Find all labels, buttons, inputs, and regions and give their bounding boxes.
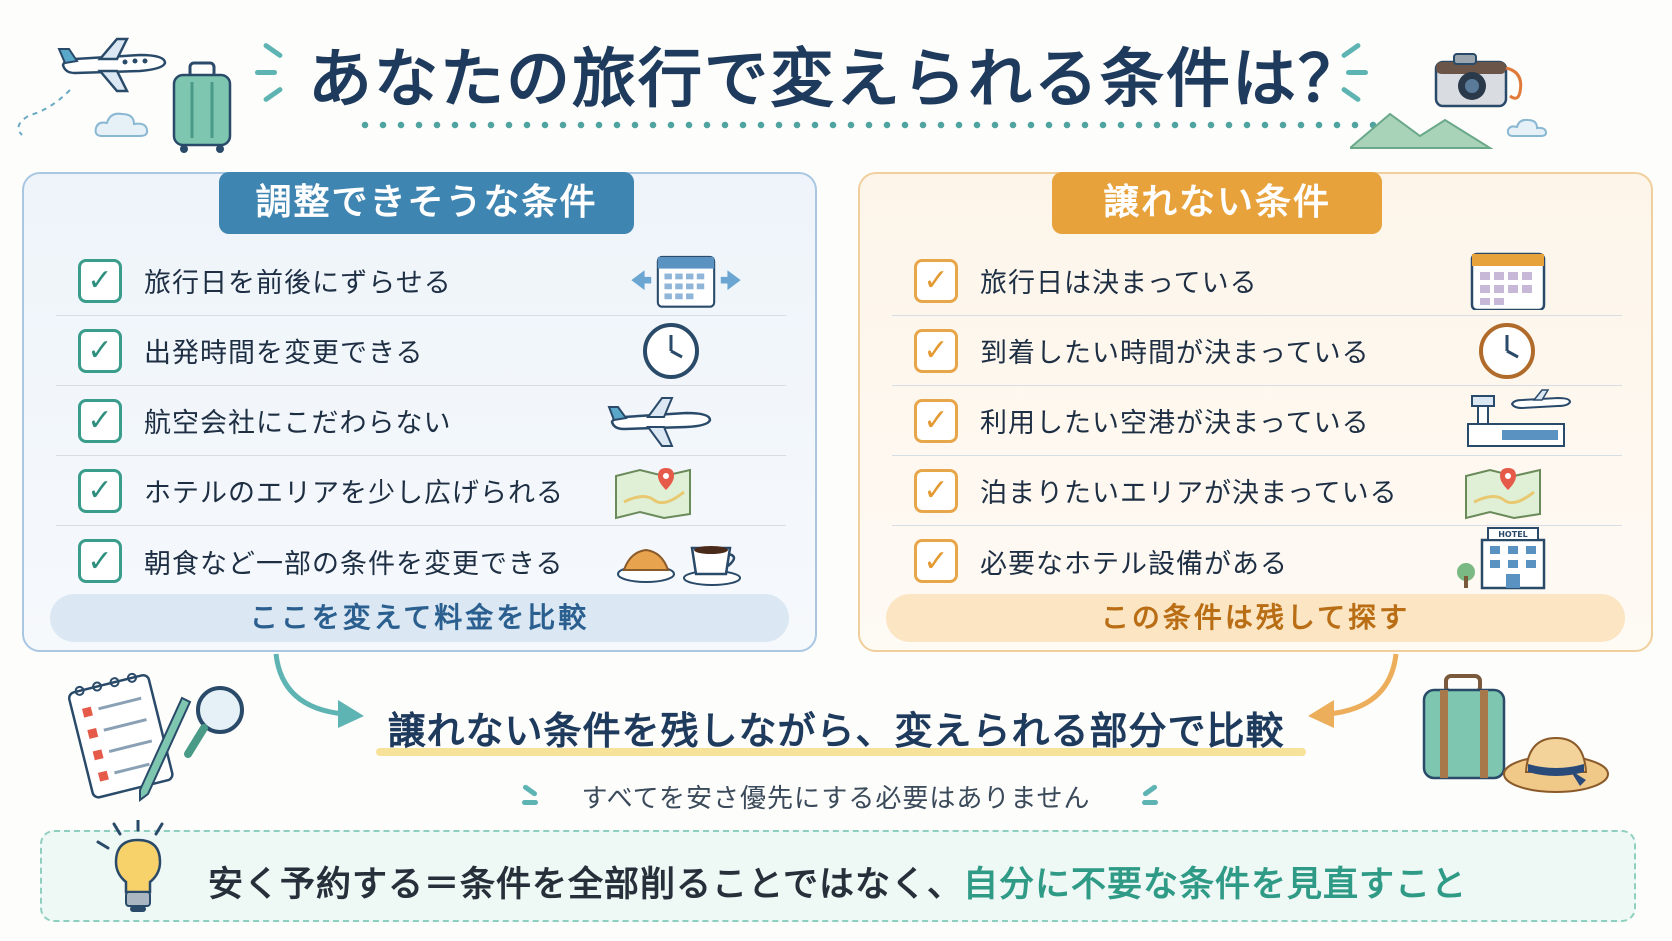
list-item: ✓ 出発時間を変更できる (56, 316, 786, 386)
list-item: ✓ 泊まりたいエリアが決まっている (892, 456, 1622, 526)
list-item-label: 航空会社にこだわらない (144, 408, 452, 439)
checkbox-checked-icon: ✓ (914, 398, 958, 443)
conclusion-text: 譲れない条件を残しながら、変えられる部分で比較 (387, 709, 1285, 753)
curved-arrow-icon (273, 653, 364, 728)
panel-footer-note: この条件は残して探す (886, 594, 1625, 642)
clock-icon (643, 323, 699, 379)
list-item: ✓ 利用したい空港が決まっている (892, 386, 1622, 456)
list-item-label: 出発時間を変更できる (144, 338, 424, 369)
banner-text: 安く予約する＝条件を全部削ることではなく、自分に不要な条件を見直すこと (208, 856, 1467, 907)
list-item-label: 到着したい時間が決まっている (980, 338, 1370, 369)
sub-note: すべてを安さ優先にする必要はありません (581, 784, 1091, 814)
list-item-label: ホテルのエリアを少し広げられる (144, 478, 564, 509)
curved-arrow-icon (1308, 653, 1399, 728)
adjustable-conditions-panel: 調整できそうな条件 ✓ 旅行日を前後にずらせる ✓ 出発時間を変更できる ✓ (22, 172, 817, 652)
airplane-icon (607, 397, 712, 447)
list-item: ✓ 航空会社にこだわらない (56, 386, 786, 456)
checkbox-checked-icon: ✓ (78, 398, 122, 443)
camera-icon (1434, 53, 1523, 108)
list-item-label: 利用したい空港が決まっている (980, 408, 1370, 439)
checkbox-checked-icon: ✓ (914, 468, 958, 513)
calendar-arrows-icon (631, 255, 741, 308)
checkbox-checked-icon: ✓ (914, 258, 958, 303)
list-item-label: 朝食など一部の条件を変更できる (144, 548, 564, 580)
suitcase-icon (1422, 674, 1506, 780)
list-item: ✓ 朝食など一部の条件を変更できる (56, 526, 786, 596)
suitcase-icon (172, 61, 232, 153)
condition-list: ✓ 旅行日は決まっている ✓ 到着したい時間が決まっている ✓ 利用したい空港が… (892, 246, 1622, 596)
panel-footer-note: ここを変えて料金を比較 (50, 594, 789, 642)
list-item: ✓ ホテルのエリアを少し広げられる (56, 456, 786, 526)
sun-hat-icon (1503, 736, 1609, 793)
list-item-label: 必要なホテル設備がある (980, 548, 1288, 580)
checkbox-checked-icon: ✓ (914, 539, 958, 583)
hotel-icon: HOTEL (1457, 527, 1546, 590)
panel-heading: 調整できそうな条件 (219, 172, 634, 234)
panel-heading: 譲れない条件 (1052, 172, 1382, 234)
checkbox-checked-icon: ✓ (78, 328, 122, 373)
condition-list: ✓ 旅行日を前後にずらせる ✓ 出発時間を変更できる ✓ 航空会社にこだわらない (56, 246, 786, 596)
banner-text-plain: 安く予約する＝条件を全部削ることではなく、 (208, 865, 963, 905)
title-dotted-underline (356, 121, 1376, 129)
list-item-label: 泊まりたいエリアが決まっている (980, 478, 1398, 509)
checkbox-checked-icon: ✓ (78, 468, 122, 513)
list-item: ✓ 旅行日は決まっている (892, 246, 1622, 316)
hotel-sign-text: HOTEL (1498, 530, 1528, 539)
list-item: ✓ 到着したい時間が決まっている (892, 316, 1622, 386)
key-takeaway-banner: 安く予約する＝条件を全部削ることではなく、自分に不要な条件を見直すこと (40, 820, 1636, 922)
map-icon (1465, 468, 1541, 520)
lightbulb-icon (96, 820, 164, 912)
checkbox-checked-icon: ✓ (78, 258, 122, 303)
airport-icon (1467, 389, 1572, 447)
map-icon (615, 468, 691, 520)
checkbox-checked-icon: ✓ (914, 328, 958, 373)
list-item: ✓ 必要なホテル設備がある HOTEL (892, 526, 1622, 596)
cloud-icon (94, 112, 149, 137)
list-item-label: 旅行日を前後にずらせる (144, 268, 452, 299)
checklist-notepad-icon (67, 672, 192, 802)
airplane-icon (57, 37, 167, 93)
breakfast-icon (617, 546, 741, 586)
calendar-icon (1470, 252, 1546, 310)
banner-text-highlight: 自分に不要な条件を見直すこと (962, 865, 1467, 905)
magnifier-icon (184, 686, 244, 758)
checkbox-checked-icon: ✓ (78, 539, 122, 583)
mountains-icon (1350, 112, 1494, 149)
list-item-label: 旅行日は決まっている (980, 268, 1258, 299)
conclusion-highlight-bar (376, 748, 1306, 756)
clock-icon (1479, 323, 1535, 379)
cloud-icon (1506, 118, 1548, 137)
page-title: あなたの旅行で変えられる条件は？ (308, 43, 1364, 117)
non-negotiable-conditions-panel: 譲れない条件 ✓ 旅行日は決まっている ✓ 到着したい時間が決まっている ✓ 利… (858, 172, 1653, 652)
list-item: ✓ 旅行日を前後にずらせる (56, 246, 786, 316)
